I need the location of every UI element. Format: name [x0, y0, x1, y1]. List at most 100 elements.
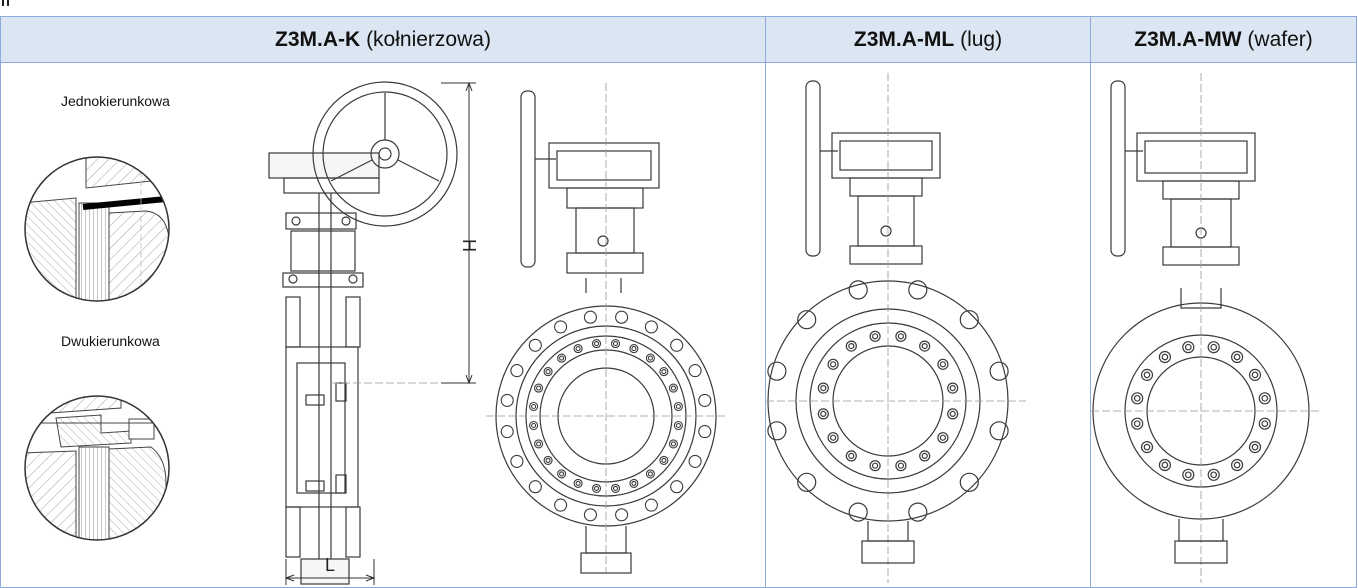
bolt-hole: [698, 425, 712, 439]
bolt-hole: [1233, 461, 1241, 469]
lug-hole: [797, 310, 817, 330]
lug-hole: [989, 421, 1009, 441]
bolt-hole: [661, 369, 667, 375]
bolt-hole: [575, 346, 581, 352]
bolt-hole: [591, 339, 602, 349]
bolt-hole: [1182, 341, 1195, 354]
bolt-hole: [1233, 353, 1241, 361]
header-lug-desc: (lug): [960, 27, 1003, 51]
bolt-hole: [645, 353, 655, 363]
bolt-hole: [615, 310, 629, 324]
bolt-hole: [583, 508, 597, 522]
header-flanged-desc: (kołnierzowa): [366, 27, 491, 51]
cell-lug-drawing: [765, 62, 1091, 588]
bolt-hole: [631, 346, 637, 352]
bolt-hole: [1248, 368, 1262, 381]
flanged-drawing-svg: H L: [24, 81, 726, 585]
bolt-hole: [1184, 343, 1192, 351]
header-lug-code: Z3M.A-ML: [853, 27, 955, 51]
bolt-hole: [593, 341, 600, 347]
lug-hole: [797, 472, 817, 492]
bolt-hole: [1207, 341, 1220, 354]
bolt-hole: [947, 382, 959, 394]
bolt-hole: [670, 385, 676, 391]
dimension-l-label: L: [325, 555, 335, 575]
lug-hole: [959, 472, 979, 492]
wafer-bolt-holes: [1131, 341, 1271, 481]
top-mark: [2, 0, 4, 6]
bolt-hole: [947, 408, 959, 420]
bolt-hole: [1133, 394, 1141, 402]
header-flanged: Z3M.A-K (kołnierzowa): [0, 16, 766, 63]
bolt-hole: [1184, 471, 1192, 479]
bolt-hole: [829, 434, 837, 441]
bolt-hole: [557, 469, 567, 479]
bolt-hole: [554, 498, 568, 512]
bolt-hole: [531, 422, 537, 429]
flanged-side-view: [268, 81, 471, 585]
bolt-hole: [583, 310, 597, 324]
bolt-hole: [536, 441, 542, 447]
bolt-hole: [559, 471, 565, 477]
bolt-hole: [1261, 420, 1269, 428]
bolt-hole: [1161, 353, 1169, 361]
bolt-hole: [937, 432, 949, 444]
bolt-hole: [688, 364, 702, 378]
bolt-hole: [529, 401, 539, 412]
bolt-hole: [575, 480, 581, 486]
bolt-hole: [534, 439, 544, 449]
bolt-hole: [675, 422, 681, 429]
lug-hole: [848, 502, 868, 522]
bolt-hole: [871, 333, 879, 340]
bolt-hole: [668, 383, 678, 393]
bolt-hole: [612, 485, 619, 491]
lug-hole: [908, 502, 928, 522]
bolt-hole: [659, 455, 669, 465]
bolt-hole: [610, 339, 621, 349]
drawing-row: Jednokierunkowa Dwukierunkowa: [0, 62, 1357, 588]
bolt-hole: [939, 434, 946, 441]
bolt-hole: [661, 457, 667, 463]
valve-variants-table: Z3M.A-K (kołnierzowa) Z3M.A-ML (lug) Z3M…: [0, 16, 1357, 588]
bolt-hole: [1210, 343, 1218, 351]
bolt-hole: [536, 385, 542, 391]
header-wafer-code: Z3M.A-MW: [1134, 27, 1242, 51]
bolt-hole: [528, 480, 542, 494]
bolt-hole: [869, 330, 881, 342]
flanged-bolt-holes: [500, 310, 712, 522]
label-one-way: Jednokierunkowa: [61, 93, 170, 109]
bolt-hole: [845, 340, 857, 352]
lug-drawing-svg: [766, 73, 1026, 583]
bolt-hole: [644, 498, 658, 512]
bolt-hole: [871, 462, 879, 469]
cell-wafer-drawing: [1090, 62, 1357, 588]
bolt-hole: [644, 320, 658, 334]
dimension-h: [441, 81, 476, 385]
lug-hole: [848, 280, 868, 300]
bolt-hole: [820, 410, 827, 417]
bolt-hole: [500, 425, 514, 439]
bolt-hole: [545, 369, 551, 375]
wafer-body: [1091, 73, 1321, 583]
bolt-hole: [1140, 441, 1154, 454]
bolt-hole: [827, 432, 839, 444]
bolt-hole: [1210, 471, 1218, 479]
bolt-hole: [543, 367, 553, 377]
bolt-hole: [647, 471, 653, 477]
bolt-hole: [610, 483, 621, 493]
bolt-hole: [573, 344, 583, 354]
bolt-hole: [895, 460, 907, 472]
bolt-hole: [510, 454, 524, 468]
bolt-hole: [545, 457, 551, 463]
bolt-hole: [591, 483, 602, 493]
bolt-hole: [629, 478, 639, 488]
top-strip: [0, 0, 1358, 16]
dimension-l: [284, 559, 376, 585]
bolt-hole: [1158, 458, 1172, 472]
bolt-hole: [921, 452, 928, 459]
bolt-hole: [573, 478, 583, 488]
bolt-hole: [659, 367, 669, 377]
bolt-hole: [817, 382, 829, 394]
bolt-hole: [895, 330, 907, 342]
label-two-way: Dwukierunkowa: [61, 333, 160, 349]
